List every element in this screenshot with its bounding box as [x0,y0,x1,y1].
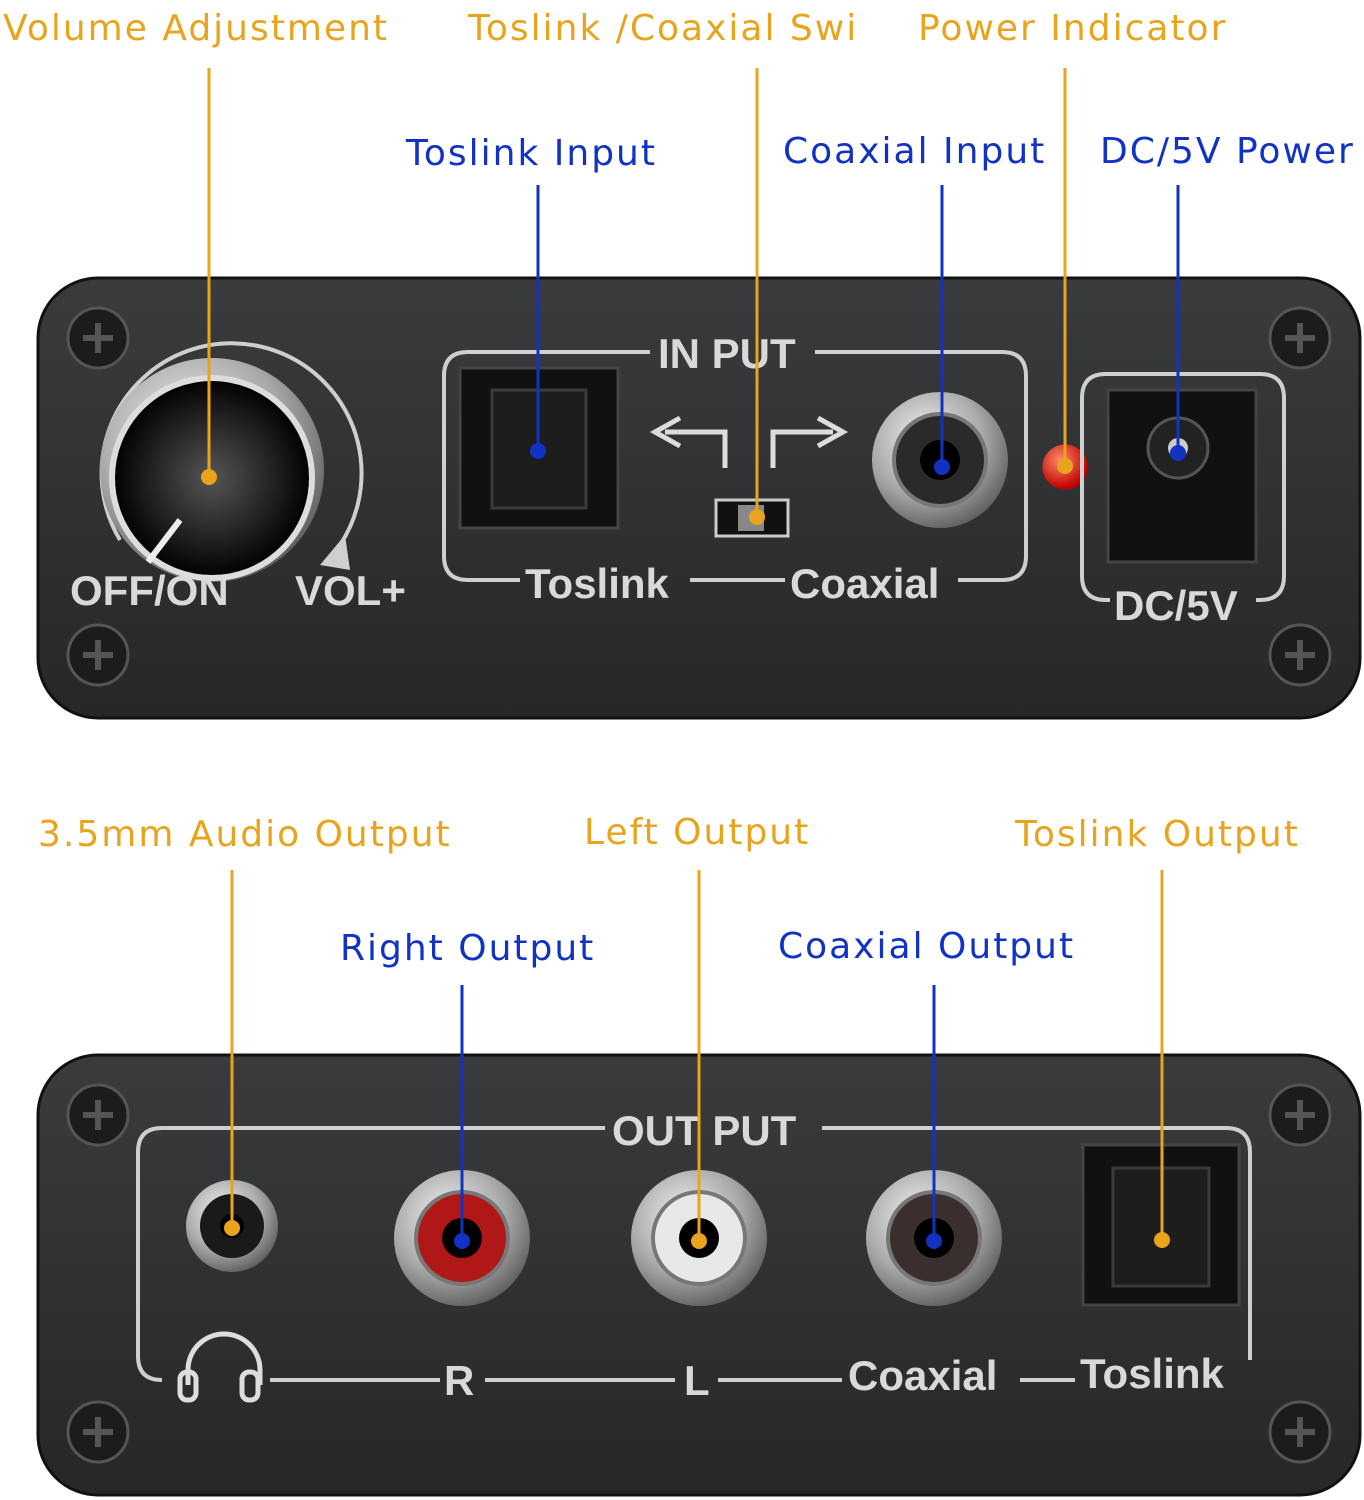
callout-toslink-input: Toslink Input [405,133,657,174]
callout-switch: Toslink /Coaxial Swi [467,8,858,49]
callout-audio-35mm: 3.5mm Audio Output [38,814,452,855]
input-frame [442,350,1028,582]
screw-icon [1268,1400,1332,1464]
l-label: L [684,1357,710,1404]
callout-coaxial-output: Coaxial Output [778,926,1075,967]
screw-icon [66,1083,130,1147]
dc-frame [1080,372,1286,602]
screw-icon [66,306,130,370]
dc-power-jack[interactable] [1106,388,1258,564]
vol-label: VOL+ [295,567,406,614]
headphone-icon [177,1331,263,1403]
screw-icon [1268,306,1332,370]
screw-icon [66,1400,130,1464]
off-on-label: OFF/ON [70,567,229,614]
screw-icon [66,623,130,687]
toslink-label: Toslink [525,560,670,607]
callout-coaxial-input: Coaxial Input [783,131,1046,172]
arrow-right-icon [770,415,849,468]
front-panel: OFF/ON VOL+ IN PUT Toslink Coaxial DC/5V [36,276,1362,720]
output-title: OUT PUT [612,1107,797,1154]
callout-toslink-output: Toslink Output [1014,814,1300,855]
r-label: R [444,1357,474,1404]
coaxial-out-label: Coaxial [848,1352,997,1399]
coaxial-label: Coaxial [790,560,939,607]
callout-left-output: Left Output [584,812,810,853]
callout-dc-power: DC/5V Power [1100,131,1355,172]
toslink-out-label: Toslink [1080,1350,1225,1397]
screw-icon [1268,623,1332,687]
callouts: Volume Adjustment Toslink /Coaxial Swi P… [3,8,1355,1249]
input-title: IN PUT [658,330,796,377]
screw-icon [1268,1083,1332,1147]
arrow-left-icon [649,415,728,468]
callout-right-output: Right Output [340,928,595,969]
dc-label: DC/5V [1114,582,1238,629]
callout-volume-adjustment: Volume Adjustment [3,8,389,49]
output-frame [136,1126,1252,1382]
callout-power-indicator: Power Indicator [918,8,1227,49]
